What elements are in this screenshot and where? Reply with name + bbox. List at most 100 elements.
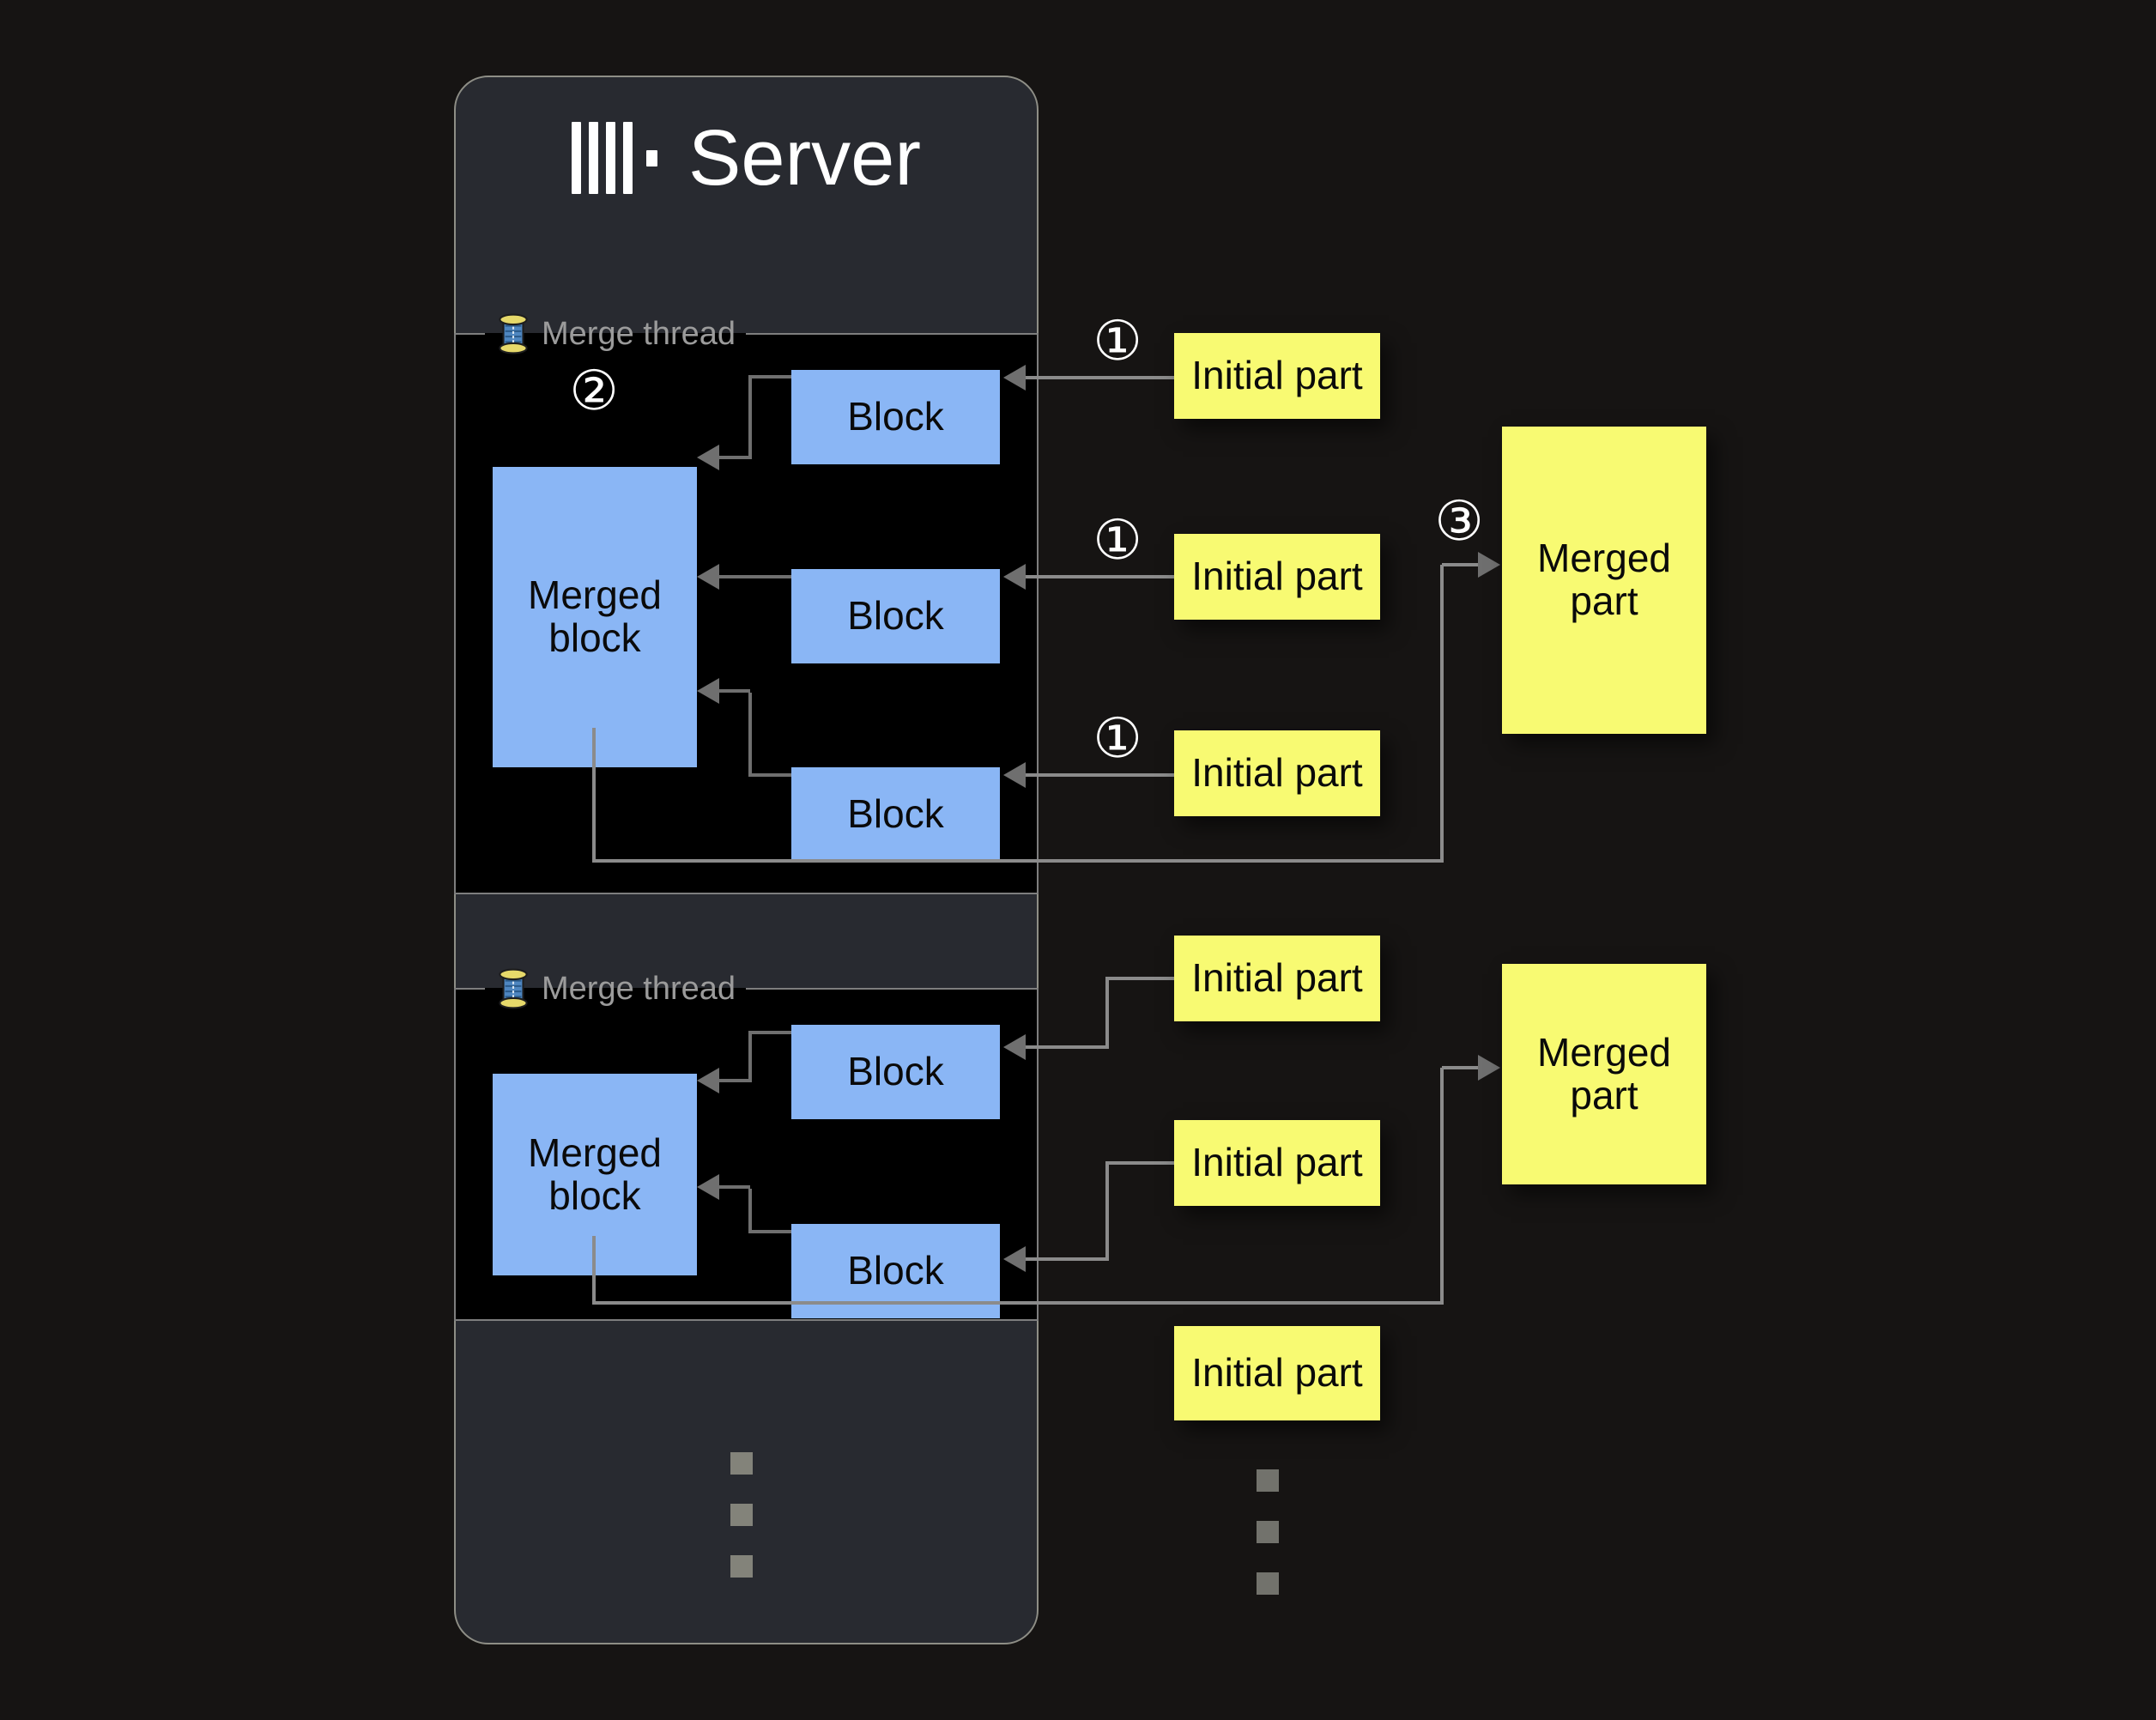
merge-thread-label: Merge thread [542,971,736,1007]
block-label: Block [847,1248,944,1293]
initial-part: Initial part [1174,936,1380,1021]
initial-part-label: Initial part [1191,750,1363,796]
connector-segment [1026,773,1174,777]
initial-part-label: Initial part [1191,955,1363,1001]
connector-segment [592,859,1442,863]
initial-part-label: Initial part [1191,554,1363,599]
clickhouse-bars-logo-icon [572,122,658,194]
step-badge-1: ① [1093,310,1142,373]
merged-part-label: Merged part [1537,1029,1671,1117]
arrowhead-left-icon [1003,1034,1026,1060]
connector-segment [750,375,791,379]
arrowhead-left-icon [697,564,719,590]
connector-segment [748,693,752,777]
connector-segment [719,456,750,459]
merged-part-label: Merged part [1537,536,1671,623]
arrowhead-left-icon [1003,762,1026,788]
initial-part: Initial part [1174,1326,1380,1420]
merged-part: Merged part [1502,427,1706,734]
merge-thread-label: Merge thread [542,316,736,352]
connector-segment [1105,1161,1109,1261]
step-badge-3: ③ [1434,490,1484,554]
merged-part: Merged part [1502,964,1706,1184]
step-badge-2: ② [569,360,619,423]
initial-part: Initial part [1174,730,1380,816]
arrowhead-right-icon [1478,1055,1500,1081]
connector-segment [750,1230,791,1233]
connector-segment [719,689,750,693]
ellipsis-dot [1257,1469,1279,1492]
arrowhead-left-icon [1003,1246,1026,1272]
block-label: Block [847,394,944,439]
connector-segment [1026,1257,1105,1261]
arrowhead-left-icon [697,678,719,704]
logo-dot [646,149,658,167]
connector-segment [1107,1161,1176,1165]
connector-segment [748,1189,752,1233]
connector-segment [719,1079,750,1082]
merged-block-label: Merged block [528,572,662,660]
connector-segment [592,1236,596,1305]
merge-thread-legend: Merge thread [485,968,746,1009]
arrowhead-left-icon [1003,564,1026,590]
connector-segment [1026,376,1174,379]
connector-segment [1026,1045,1105,1049]
initial-part-label: Initial part [1191,353,1363,398]
ellipsis-dot [1257,1521,1279,1543]
thread-spool-icon [499,313,528,354]
merged-block-label: Merged block [528,1130,662,1218]
connector-segment [1105,977,1109,1049]
block: Block [791,767,1000,862]
logo-bar [606,122,616,194]
arrowhead-left-icon [1003,365,1026,391]
connector-segment [750,1031,791,1034]
initial-part: Initial part [1174,333,1380,419]
logo-bar [623,122,633,194]
merge-thread-section-1: Merge thread Merged block Block Block Bl… [454,313,1039,894]
connector-segment [592,728,596,863]
initial-part: Initial part [1174,534,1380,620]
logo-bar [589,122,599,194]
merged-block: Merged block [493,467,697,767]
more-parts-ellipsis [1257,1469,1279,1595]
ellipsis-dot [730,1504,753,1526]
connector-segment [750,773,791,777]
step-badge-1: ① [1093,707,1142,771]
block: Block [791,370,1000,464]
block-label: Block [847,593,944,639]
connector-segment [1440,565,1444,863]
merged-block: Merged block [493,1074,697,1275]
connector-segment [748,1031,752,1082]
block: Block [791,1025,1000,1119]
arrowhead-right-icon [1478,552,1500,578]
connector-segment [592,1301,1442,1305]
connector-segment [1442,1066,1478,1069]
logo-bar [572,122,582,194]
initial-part: Initial part [1174,1120,1380,1206]
connector-segment [1026,575,1174,578]
more-threads-ellipsis [730,1452,753,1578]
block-label: Block [847,791,944,837]
connector-segment [1440,1068,1444,1305]
block: Block [791,569,1000,663]
block-label: Block [847,1049,944,1094]
arrowhead-left-icon [697,1068,719,1093]
connector-segment [719,575,791,578]
initial-part-label: Initial part [1191,1140,1363,1185]
connector-segment [1442,563,1478,566]
ellipsis-dot [1257,1572,1279,1595]
arrowhead-left-icon [697,1174,719,1200]
step-badge-1: ① [1093,509,1142,572]
ellipsis-dot [730,1555,753,1578]
merge-thread-section-2: Merge thread Merged block Block Block [454,968,1039,1321]
initial-part-label: Initial part [1191,1350,1363,1396]
ellipsis-dot [730,1452,753,1475]
arrowhead-left-icon [697,445,719,470]
server-title: Server [688,114,921,202]
merge-thread-legend: Merge thread [485,313,746,354]
server-header: Server [456,118,1037,197]
connector-segment [1107,977,1176,980]
thread-spool-icon [499,968,528,1009]
connector-segment [719,1185,750,1189]
